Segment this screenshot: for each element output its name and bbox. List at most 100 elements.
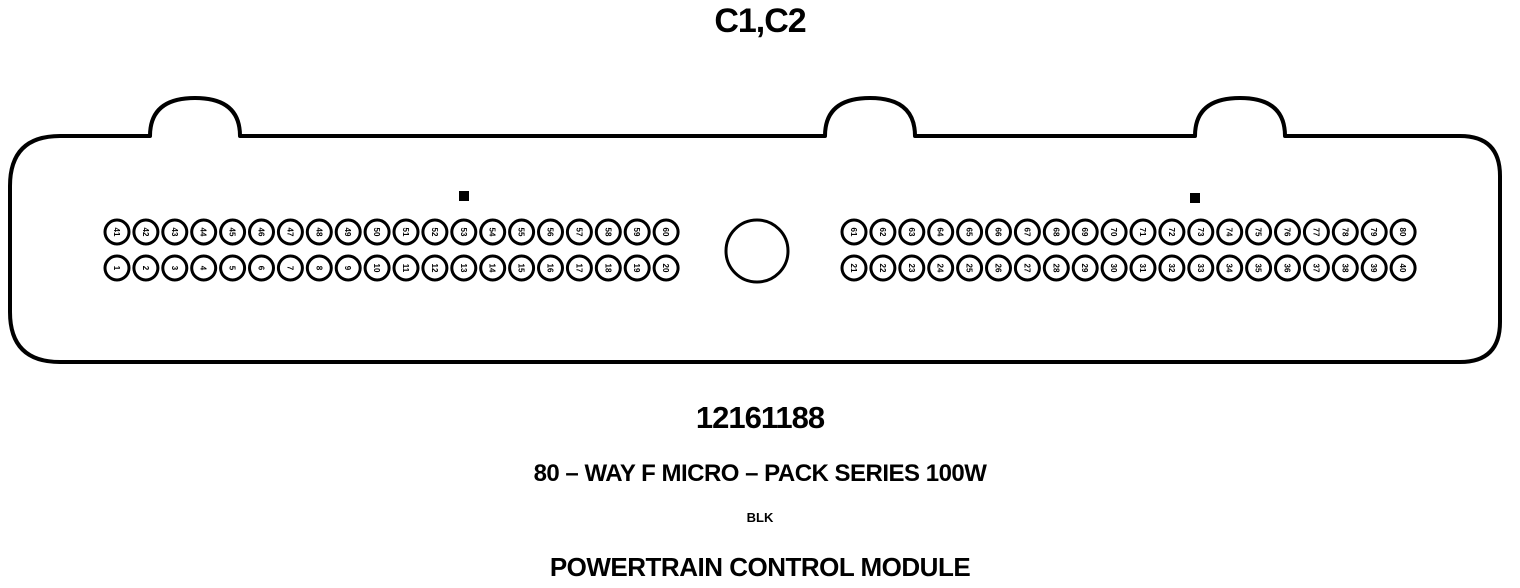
pin-number-14: 14 bbox=[488, 264, 497, 273]
pin-cavity-68 bbox=[1042, 218, 1070, 246]
pin-number-53: 53 bbox=[459, 228, 468, 237]
pin-number-30: 30 bbox=[1109, 264, 1118, 273]
pin-cavity-40 bbox=[1389, 254, 1417, 282]
pin-number-74: 74 bbox=[1225, 228, 1234, 237]
pin-cavity-47 bbox=[276, 218, 304, 246]
pin-cavity-25 bbox=[956, 254, 984, 282]
pin-number-38: 38 bbox=[1340, 264, 1349, 273]
pin-cavity-42 bbox=[132, 218, 160, 246]
pin-number-43: 43 bbox=[170, 228, 179, 237]
pin-cavity-55 bbox=[508, 218, 536, 246]
pin-number-29: 29 bbox=[1080, 264, 1089, 273]
pin-number-59: 59 bbox=[632, 228, 641, 237]
pin-number-8: 8 bbox=[314, 266, 323, 271]
pin-number-76: 76 bbox=[1283, 228, 1292, 237]
pin-cavity-56 bbox=[537, 218, 564, 246]
pin-number-72: 72 bbox=[1167, 228, 1176, 237]
pin-number-44: 44 bbox=[199, 228, 208, 237]
pin-cavity-8 bbox=[305, 254, 333, 282]
pin-cavity-69 bbox=[1071, 218, 1099, 246]
module-name: POWERTRAIN CONTROL MODULE bbox=[549, 552, 971, 582]
pin-number-49: 49 bbox=[343, 228, 352, 237]
pin-cavity-10 bbox=[363, 254, 391, 282]
pin-number-6: 6 bbox=[257, 266, 266, 271]
pin-cavity-32 bbox=[1158, 254, 1186, 282]
pin-cavity-76 bbox=[1274, 218, 1301, 246]
center-guide-hole bbox=[724, 218, 790, 284]
pin-cavity-19 bbox=[623, 254, 651, 282]
pin-number-79: 79 bbox=[1369, 228, 1378, 237]
pin-cavity-67 bbox=[1013, 218, 1041, 246]
pin-cavity-77 bbox=[1302, 218, 1330, 246]
pin-cavity-63 bbox=[898, 218, 926, 246]
pin-cavity-7 bbox=[276, 254, 304, 282]
pin-number-3: 3 bbox=[170, 266, 179, 271]
pin-number-21: 21 bbox=[849, 264, 858, 273]
pin-cavity-11 bbox=[392, 254, 420, 282]
pin-cavity-31 bbox=[1129, 254, 1157, 282]
pin-number-77: 77 bbox=[1311, 228, 1320, 237]
pin-cavity-34 bbox=[1216, 254, 1244, 282]
pin-number-7: 7 bbox=[285, 266, 294, 271]
pin-cavity-65 bbox=[956, 218, 984, 246]
pin-cavity-37 bbox=[1302, 254, 1330, 282]
pin-number-33: 33 bbox=[1196, 264, 1205, 273]
pin-number-24: 24 bbox=[936, 264, 945, 273]
pin-cavity-46 bbox=[248, 218, 275, 246]
pin-number-52: 52 bbox=[430, 228, 439, 237]
pin-cavity-60 bbox=[652, 218, 680, 246]
connector-color: BLK bbox=[746, 510, 774, 525]
pin-cavity-48 bbox=[305, 218, 333, 246]
pin-cavity-38 bbox=[1331, 254, 1359, 282]
pin-number-40: 40 bbox=[1398, 264, 1407, 273]
pin-number-56: 56 bbox=[546, 228, 555, 237]
pin-cavity-17 bbox=[565, 254, 593, 282]
pin-cavity-74 bbox=[1216, 218, 1244, 246]
pin-cavity-9 bbox=[334, 254, 362, 282]
pin-number-4: 4 bbox=[199, 266, 208, 271]
pin-cavity-44 bbox=[190, 218, 218, 246]
part-number: 12161188 bbox=[695, 400, 825, 435]
pin-cavity-64 bbox=[927, 218, 955, 246]
pin-cavity-23 bbox=[898, 254, 926, 282]
pin-cavity-14 bbox=[479, 254, 507, 282]
pin-cavity-72 bbox=[1158, 218, 1186, 246]
pin-number-27: 27 bbox=[1022, 264, 1031, 273]
pin-cavity-5 bbox=[219, 254, 247, 282]
pin-cavity-52 bbox=[421, 218, 449, 246]
pin-number-67: 67 bbox=[1022, 228, 1031, 237]
pin-number-60: 60 bbox=[661, 228, 670, 237]
pin-number-64: 64 bbox=[936, 228, 945, 237]
pin-number-71: 71 bbox=[1138, 228, 1147, 237]
pin-number-57: 57 bbox=[574, 228, 583, 237]
pin-cavity-12 bbox=[421, 254, 449, 282]
pin-number-48: 48 bbox=[314, 228, 323, 237]
pin-cavity-28 bbox=[1042, 254, 1070, 282]
pin-number-39: 39 bbox=[1369, 264, 1378, 273]
pin-cavity-30 bbox=[1100, 254, 1128, 282]
pin-cavity-58 bbox=[594, 218, 622, 246]
pin-number-17: 17 bbox=[574, 264, 583, 273]
pin-number-37: 37 bbox=[1311, 264, 1320, 273]
pin-number-42: 42 bbox=[141, 228, 150, 237]
pin-cavity-35 bbox=[1245, 254, 1273, 282]
connector-title: C1,C2 bbox=[714, 2, 806, 40]
pin-number-46: 46 bbox=[257, 228, 266, 237]
pin-cavity-49 bbox=[334, 218, 362, 246]
pin-number-15: 15 bbox=[517, 264, 526, 273]
pin-cavity-51 bbox=[392, 218, 420, 246]
pin-number-16: 16 bbox=[546, 264, 555, 273]
pin-cavity-24 bbox=[927, 254, 955, 282]
pin-cavity-79 bbox=[1360, 218, 1388, 246]
pin-number-61: 61 bbox=[849, 228, 858, 237]
pin-number-36: 36 bbox=[1283, 264, 1292, 273]
pin-cavity-45 bbox=[219, 218, 247, 246]
pin-cavity-16 bbox=[537, 254, 564, 282]
pin-number-2: 2 bbox=[141, 266, 150, 271]
pin-cavity-43 bbox=[161, 218, 189, 246]
pin-number-32: 32 bbox=[1167, 264, 1176, 273]
pin-number-51: 51 bbox=[401, 228, 410, 237]
pin-cavity-13 bbox=[450, 254, 478, 282]
pin-cavity-39 bbox=[1360, 254, 1388, 282]
pin-number-63: 63 bbox=[907, 228, 916, 237]
